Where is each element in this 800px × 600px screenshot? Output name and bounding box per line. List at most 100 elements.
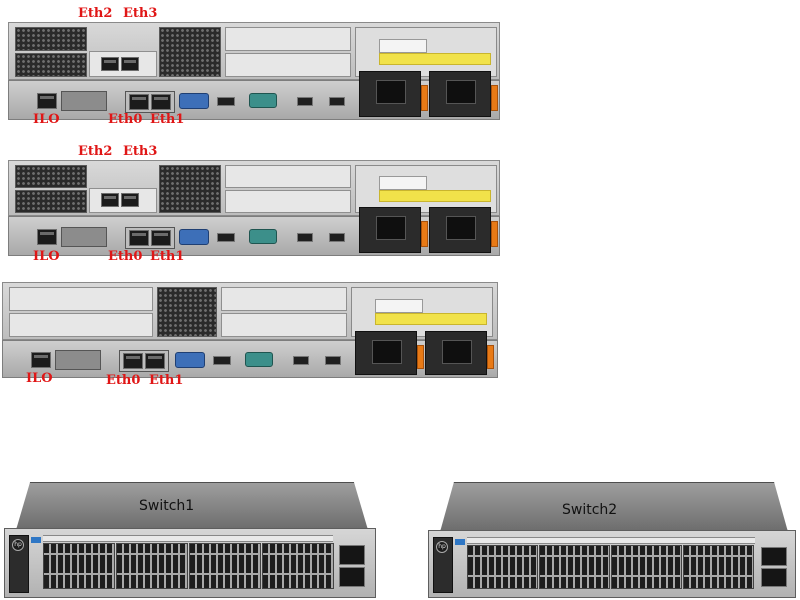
power-socket-icon <box>446 80 476 104</box>
power-socket-icon <box>446 216 476 240</box>
rj45-port-icon <box>101 57 119 71</box>
pcie-slot <box>225 27 351 51</box>
label-eth3: Eth3 <box>123 6 158 21</box>
rj45-port-icon <box>145 353 165 369</box>
switch-name: Switch2 <box>562 502 618 518</box>
switch-label-strip <box>43 535 333 542</box>
flat-connector <box>55 350 101 370</box>
serial-port-icon <box>245 352 273 367</box>
switch-top-panel <box>440 482 788 532</box>
switch-front-panel: hp <box>4 528 376 598</box>
serial-port-icon <box>249 93 277 108</box>
power-supply <box>355 331 417 375</box>
usb-port-icon <box>325 356 341 365</box>
label-eth2: Eth2 <box>78 144 113 159</box>
usb-port-icon <box>297 233 313 242</box>
sfp-port-icon <box>761 568 787 587</box>
power-socket-icon <box>376 80 406 104</box>
power-supply <box>359 71 421 117</box>
switch-port-group <box>189 543 261 589</box>
power-supply <box>429 71 491 117</box>
power-supply <box>425 331 487 375</box>
rj45-port-icon <box>121 193 139 207</box>
switch-front-panel: hp <box>428 530 796 598</box>
switch-label-strip <box>467 537 755 544</box>
serial-label <box>379 176 427 190</box>
power-socket-icon <box>372 340 402 364</box>
vga-port-icon <box>175 352 205 368</box>
pcie-slot <box>221 287 347 311</box>
rj45-port-icon <box>101 193 119 207</box>
rj45-port-icon <box>37 229 57 245</box>
power-supply <box>429 207 491 253</box>
vga-port-icon <box>179 229 209 245</box>
hp-logo-icon: hp <box>436 541 448 553</box>
psu-handle <box>491 85 498 111</box>
server-bottom-chassis <box>2 331 498 378</box>
rj45-port-icon <box>121 57 139 71</box>
label-eth1: Eth1 <box>150 112 185 127</box>
switch-name: Switch1 <box>139 498 195 514</box>
psu-handle <box>491 221 498 247</box>
label-ilo: ILO <box>26 371 53 386</box>
switch-port-group <box>539 545 610 589</box>
pcie-slot <box>221 313 347 337</box>
switch-port-group <box>116 543 188 589</box>
server-3: ILO Eth0 Eth1 <box>0 270 800 400</box>
server-2: Eth2 Eth3 ILO Eth0 Eth1 <box>0 140 800 270</box>
server-bottom-chassis <box>8 207 500 256</box>
vga-port-icon <box>179 93 209 109</box>
rj45-port-icon <box>129 230 149 246</box>
switch-top-panel <box>16 482 368 530</box>
server-1: Eth2 Eth3 ILO Eth0 Eth1 <box>0 0 800 140</box>
psu-handle <box>417 345 424 369</box>
switch-port-group <box>611 545 682 589</box>
rj45-port-icon <box>31 352 51 368</box>
vent-grille <box>159 27 221 77</box>
server-top-chassis <box>8 160 500 216</box>
vent-grille <box>15 165 87 188</box>
hp-logo-icon: hp <box>12 539 24 551</box>
label-ilo: ILO <box>33 249 60 264</box>
warning-label <box>379 190 491 202</box>
rj45-port-icon <box>151 94 171 110</box>
switch-model-badge <box>31 537 41 543</box>
power-socket-icon <box>376 216 406 240</box>
rj45-port-icon <box>123 353 143 369</box>
server-top-chassis <box>8 22 500 80</box>
pcie-slot <box>225 165 351 188</box>
switch-port-group <box>43 543 115 589</box>
power-supply <box>359 207 421 253</box>
vent-grille <box>15 190 87 213</box>
pcie-slot <box>9 313 153 337</box>
usb-port-icon <box>217 97 235 106</box>
server-bottom-chassis <box>8 71 500 120</box>
pcie-slot <box>225 53 351 77</box>
flat-connector <box>61 227 107 247</box>
switch-1: Switch1 hp <box>0 476 380 600</box>
label-eth2: Eth2 <box>78 6 113 21</box>
usb-port-icon <box>217 233 235 242</box>
label-eth0: Eth0 <box>108 249 143 264</box>
label-eth1: Eth1 <box>149 373 184 388</box>
pcie-slot <box>89 51 157 77</box>
label-ilo: ILO <box>33 112 60 127</box>
rj45-port-icon <box>151 230 171 246</box>
usb-port-icon <box>293 356 309 365</box>
label-eth3: Eth3 <box>123 144 158 159</box>
switch-2: Switch2 hp <box>424 476 800 600</box>
vent-grille <box>15 27 87 51</box>
usb-port-icon <box>297 97 313 106</box>
switch-port-group <box>683 545 754 589</box>
usb-port-icon <box>329 97 345 106</box>
server-top-chassis <box>2 282 498 340</box>
warning-label <box>375 313 487 325</box>
sfp-port-icon <box>339 567 365 587</box>
switch-port-group <box>262 543 334 589</box>
vent-grille <box>15 53 87 77</box>
psu-handle <box>421 85 428 111</box>
serial-port-icon <box>249 229 277 244</box>
sfp-port-icon <box>339 545 365 565</box>
switch-model-badge <box>455 539 465 545</box>
sfp-port-icon <box>761 547 787 566</box>
